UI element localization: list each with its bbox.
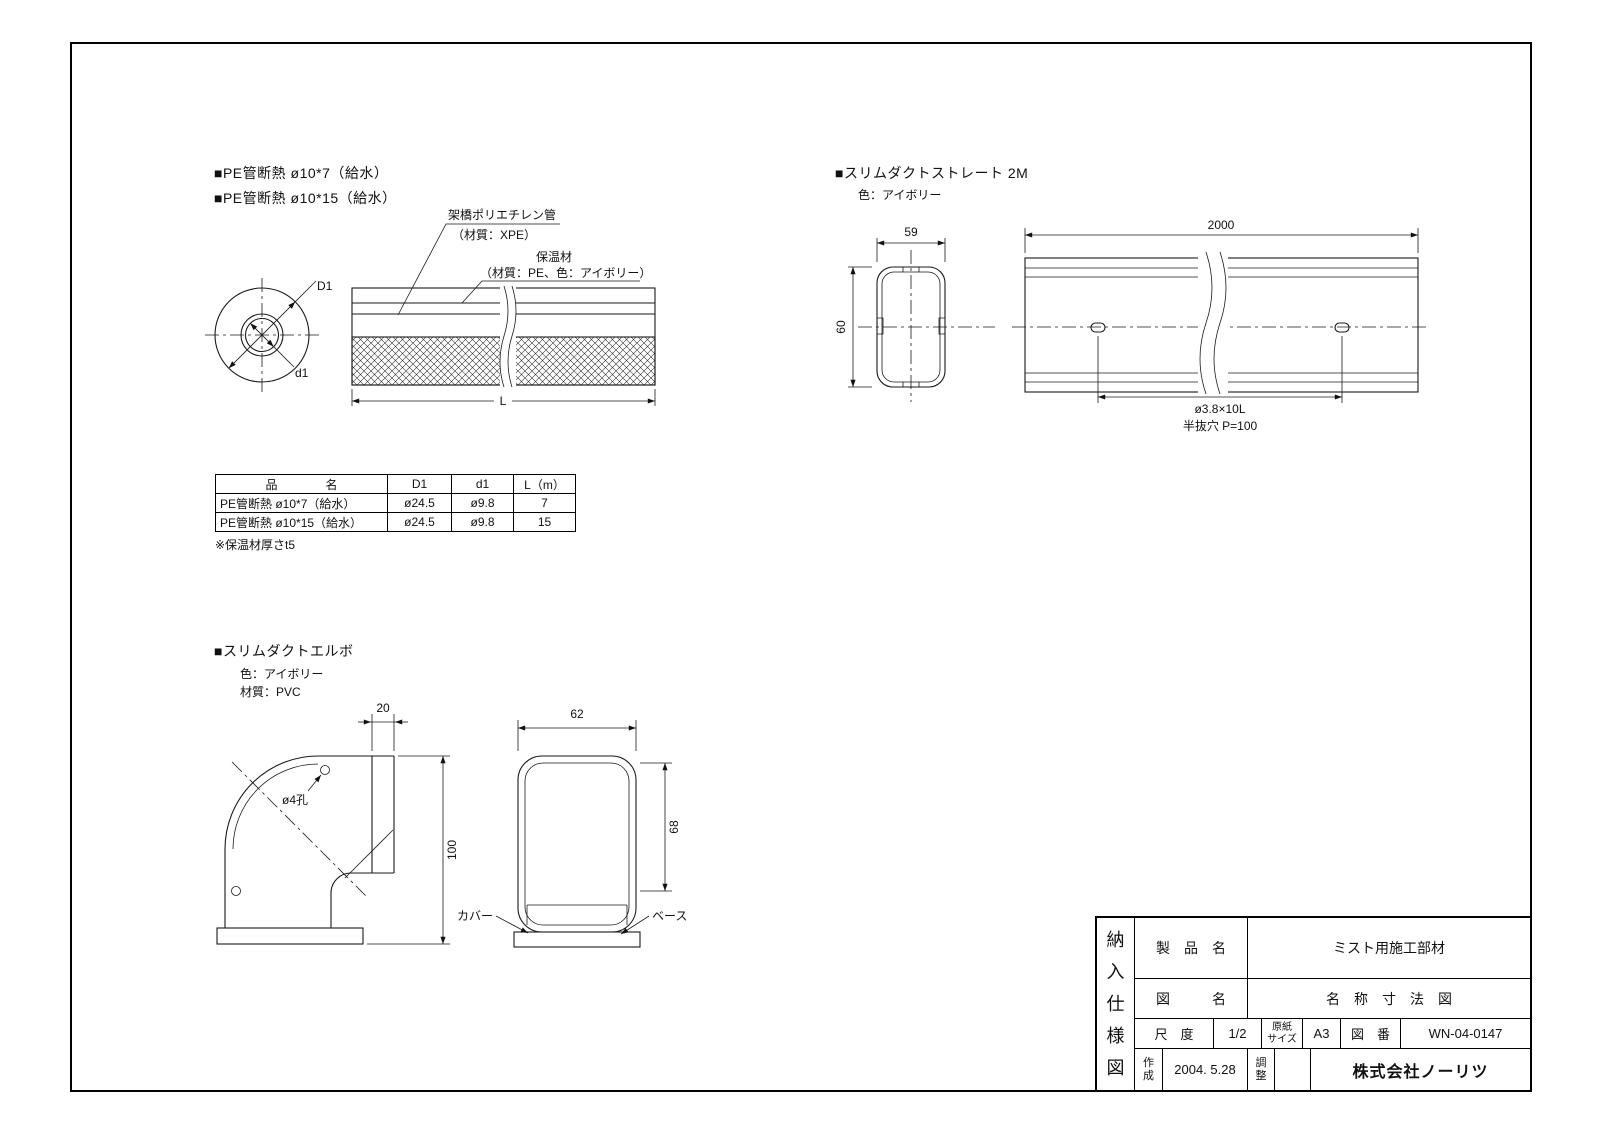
product-name-label: 製 品 名 xyxy=(1156,940,1226,956)
drawing-number-value: WN-04-0147 xyxy=(1400,1019,1530,1048)
dim-D1-label: D1 xyxy=(317,279,333,293)
row-d-outer: ø24.5 xyxy=(387,512,452,532)
row-length: 7 xyxy=(513,493,576,513)
col-name: 品 名 xyxy=(215,474,388,494)
duct-slot-hole-left xyxy=(1090,322,1106,333)
row-length: 15 xyxy=(513,512,576,532)
dim-L-label: L xyxy=(500,394,507,408)
paper-size-label: 原紙 サイズ xyxy=(1261,1019,1302,1048)
dim-elbow-sec-height: 68 xyxy=(667,820,681,834)
row-name: PE管断熱 ø10*15（給水） xyxy=(215,512,388,532)
elbow-cross-section: 62 68 カバー ベース xyxy=(457,707,687,948)
table-row: PE管断熱 ø10*7（給水） ø24.5 ø9.8 7 xyxy=(215,493,576,513)
elbow-color-note: 色：アイボリー xyxy=(240,667,324,681)
drawing-name-label: 図 名 xyxy=(1156,990,1226,1007)
paper-size-value: A3 xyxy=(1302,1019,1340,1048)
dim-elbow-sec-width: 62 xyxy=(570,707,584,721)
adjust-label: 調 整 xyxy=(1247,1049,1274,1090)
insulation-note: ※保温材厚さt5 xyxy=(215,538,296,552)
row-d-outer: ø24.5 xyxy=(387,493,452,513)
col-d-inner: d1 xyxy=(451,474,514,494)
dim-elbow-height: 100 xyxy=(445,840,459,860)
pe-pipe-side-view: 架橋ポリエチレン管 （材質：XPE） 保温材 （材質：PE、色：アイボリー） L xyxy=(351,207,656,408)
drawing-name-value: 名 称 寸 法 図 xyxy=(1247,979,1530,1018)
row-d-inner: ø9.8 xyxy=(451,512,514,532)
col-length: L（m） xyxy=(513,474,576,494)
elbow-title: ■スリムダクトエルボ xyxy=(214,643,354,659)
insulation-label-1: 保温材 xyxy=(536,250,572,264)
doc-type-vertical-label: 納 入 仕 様 図 xyxy=(1097,918,1135,1090)
cover-label: カバー xyxy=(457,909,493,923)
insulation-label-2: （材質：PE、色：アイボリー） xyxy=(480,265,651,280)
scale-value: 1/2 xyxy=(1213,1019,1261,1048)
title-block: 納 入 仕 様 図 製 品 名 ミスト用施工部材 図 名 名 称 寸 法 図 尺… xyxy=(1095,916,1532,1092)
elbow-section-base-plate xyxy=(513,931,641,948)
pe-pipe-cross-section: D1 d1 xyxy=(205,278,333,392)
row-d-inner: ø9.8 xyxy=(451,493,514,513)
spec-table-header-row: 品 名 D1 d1 L（m） xyxy=(215,474,576,494)
elbow-hole-label: ø4孔 xyxy=(282,793,308,807)
base-label: ベース xyxy=(652,909,687,923)
scale-label: 尺 度 xyxy=(1154,1027,1194,1042)
dim-duct-width: 59 xyxy=(904,225,918,239)
dim-d1-label: d1 xyxy=(295,366,309,380)
pe-title-1: ■PE管断熱 ø10*7（給水） xyxy=(214,165,389,181)
elbow-side-view: ø4孔 20 100 xyxy=(216,701,459,945)
slim-duct-long-view: 2000 ø3.8×10L 半抜穴 P=100 xyxy=(1012,218,1430,433)
row-name: PE管断熱 ø10*7（給水） xyxy=(215,493,388,513)
dim-duct-height: 60 xyxy=(834,320,848,334)
table-row: PE管断熱 ø10*15（給水） ø24.5 ø9.8 15 xyxy=(215,512,576,532)
straight-title: ■スリムダクトストレート 2M xyxy=(835,165,1029,181)
hole-pitch-label: 半抜穴 P=100 xyxy=(1183,418,1258,433)
created-date: 2004. 5.28 xyxy=(1162,1049,1247,1090)
elbow-screw-hole-top xyxy=(320,765,330,775)
pipe-material-label-2: （材質：XPE） xyxy=(452,227,536,242)
insulation-outer-circle xyxy=(214,287,310,383)
pe-title-2: ■PE管断熱 ø10*15（給水） xyxy=(214,190,397,206)
elbow-material-note: 材質：PVC xyxy=(240,685,301,699)
pipe-material-label-1: 架橋ポリエチレン管 xyxy=(448,207,556,222)
created-label: 作 成 xyxy=(1143,1056,1154,1082)
elbow-base-plate xyxy=(216,927,364,945)
adjust-value xyxy=(1274,1049,1310,1090)
col-d-outer: D1 xyxy=(387,474,452,494)
hole-spec-label: ø3.8×10L xyxy=(1194,402,1245,416)
product-name-value: ミスト用施工部材 xyxy=(1247,918,1530,978)
dim-duct-length: 2000 xyxy=(1208,218,1235,232)
elbow-screw-hole-bottom xyxy=(231,886,241,896)
duct-slot-hole-right xyxy=(1334,322,1350,333)
spec-table: 品 名 D1 d1 L（m） PE管断熱 ø10*7（給水） ø24.5 ø9.… xyxy=(215,474,576,532)
company-name: 株式会社ノーリツ xyxy=(1310,1049,1530,1090)
drawing-number-label: 図 番 xyxy=(1340,1019,1400,1048)
slim-duct-cross-section: 59 60 xyxy=(834,225,995,402)
straight-color-note: 色：アイボリー xyxy=(858,188,942,202)
dim-elbow-end-width: 20 xyxy=(376,701,390,715)
sheet-border xyxy=(70,42,1532,1092)
